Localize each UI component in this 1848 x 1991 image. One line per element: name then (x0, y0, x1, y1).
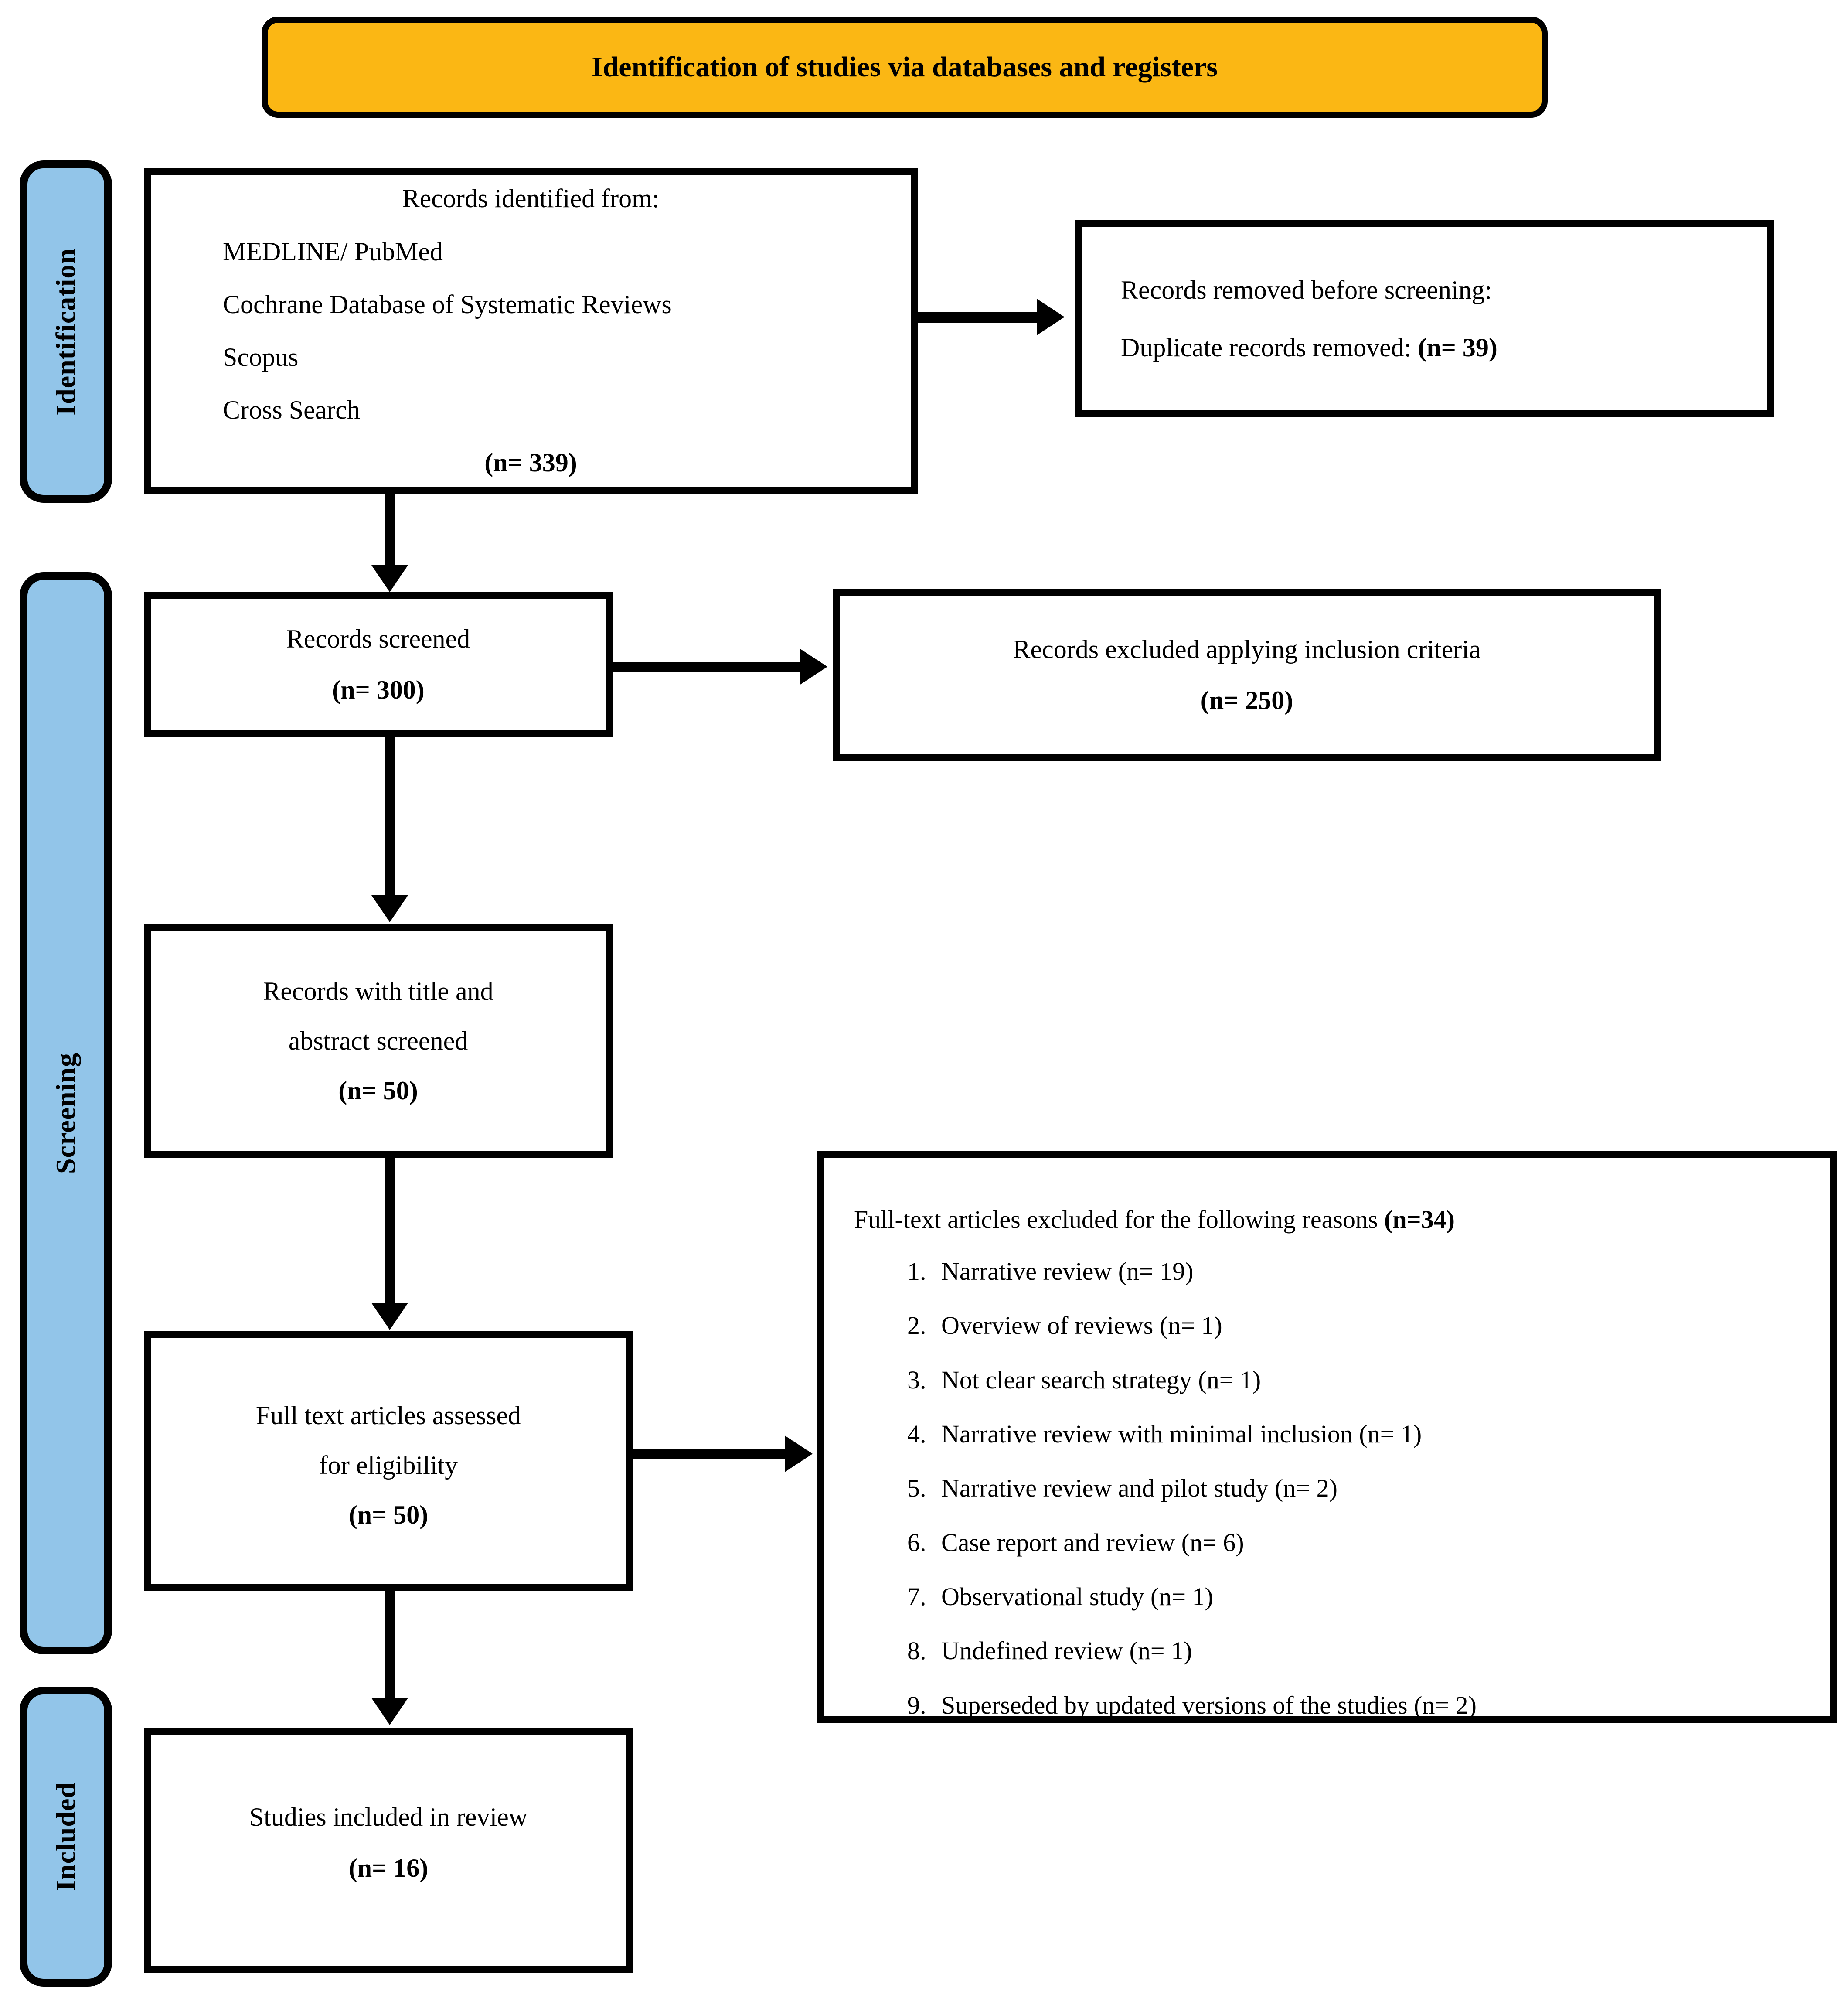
list-item: MEDLINE/ PubMed (223, 237, 443, 266)
diagram-title-banner: Identification of studies via databases … (262, 17, 1548, 118)
list-item: Narrative review (n= 19) (933, 1255, 1830, 1289)
box-title: Studies included in review (249, 1803, 528, 1831)
count-value: (n=34) (1384, 1205, 1455, 1234)
list-item: Observational study (n= 1) (933, 1580, 1830, 1614)
flow-arrow-identified-to-removed-shaft (918, 312, 1038, 323)
flow-arrow-fulltext-to-included-shaft (385, 1590, 395, 1699)
count-value: (n= 16) (348, 1854, 429, 1882)
box-title: Records screened (286, 624, 470, 653)
list-item: Cochrane Database of Systematic Reviews (223, 290, 672, 319)
stage-label-text: Screening (50, 1052, 81, 1174)
box-records-identified: Records identified from: MEDLINE/ PubMed… (144, 168, 918, 494)
count-label: (n= 16) (151, 1843, 626, 1894)
box-title: Full-text articles excluded for the foll… (824, 1202, 1830, 1237)
count-label: (n= 300) (151, 665, 606, 716)
count-label: (n= 50) (151, 1490, 626, 1540)
flow-arrow-screened-to-excluded-head (800, 648, 827, 685)
flow-arrow-identified-to-screened-shaft (385, 493, 395, 566)
list-item: Not clear search strategy (n= 1) (933, 1363, 1830, 1397)
flow-arrow-identified-to-removed-head (1037, 299, 1065, 335)
box-title: Records identified from: (402, 184, 660, 213)
box-line: for eligibility (319, 1451, 458, 1480)
box-studies-included: Studies included in review (n= 16) (144, 1728, 633, 1973)
diagram-title: Identification of studies via databases … (591, 51, 1218, 83)
count-label: (n= 50) (151, 1066, 606, 1115)
stage-label-included: Included (20, 1687, 112, 1987)
flow-arrow-screened-to-titleabstract-shaft (385, 736, 395, 897)
count-label: (n= 250) (840, 675, 1654, 726)
flow-arrow-titleabstract-to-fulltext-shaft (385, 1156, 395, 1304)
flow-arrow-fulltext-to-excluded-shaft (632, 1449, 787, 1459)
flow-arrow-titleabstract-to-fulltext-head (371, 1303, 408, 1330)
box-fulltext-assessed: Full text articles assessed for eligibil… (144, 1331, 633, 1591)
box-records-screened: Records screened (n= 300) (144, 592, 613, 737)
box-line: abstract screened (288, 1026, 468, 1055)
list-item: Narrative review and pilot study (n= 2) (933, 1471, 1830, 1505)
count-value: (n= 50) (348, 1500, 429, 1529)
flow-arrow-fulltext-to-excluded-head (785, 1435, 813, 1472)
list-item: Scopus (223, 343, 299, 372)
line-text: Duplicate records removed: (1121, 333, 1418, 362)
box-line: Full text articles assessed (255, 1401, 521, 1430)
stage-label-screening: Screening (20, 572, 112, 1654)
count-value: (n= 300) (332, 675, 425, 704)
count-value: (n= 250) (1200, 686, 1293, 715)
count-value: (n= 339) (484, 448, 577, 477)
box-fulltext-excluded: Full-text articles excluded for the foll… (817, 1151, 1837, 1723)
box-title: Records excluded applying inclusion crit… (1013, 635, 1481, 664)
count-label: (n= 339) (151, 436, 911, 489)
count-value: (n= 39) (1418, 333, 1497, 362)
list-item: Undefined review (n= 1) (933, 1634, 1830, 1668)
stage-label-text: Identification (50, 248, 81, 416)
list-item: Overview of reviews (n= 1) (933, 1309, 1830, 1343)
title-text: Full-text articles excluded for the foll… (854, 1205, 1385, 1234)
box-records-removed: Records removed before screening: Duplic… (1075, 220, 1774, 417)
list-item: Case report and review (n= 6) (933, 1526, 1830, 1560)
flow-arrow-fulltext-to-included-head (371, 1698, 408, 1725)
list-item: Narrative review with minimal inclusion … (933, 1417, 1830, 1451)
box-line: Records removed before screening: (1121, 276, 1492, 304)
box-records-excluded: Records excluded applying inclusion crit… (833, 589, 1661, 761)
flow-arrow-screened-to-titleabstract-head (371, 895, 408, 922)
box-line: Records with title and (263, 976, 493, 1006)
list-item: Superseded by updated versions of the st… (933, 1688, 1830, 1722)
stage-label-text: Included (50, 1782, 81, 1891)
flow-arrow-screened-to-excluded-shaft (611, 662, 801, 672)
box-title-abstract-screened: Records with title and abstract screened… (144, 924, 613, 1158)
flow-arrow-identified-to-screened-head (371, 565, 408, 592)
box-line: Duplicate records removed: (n= 39) (1082, 319, 1767, 376)
count-value: (n= 50) (338, 1076, 418, 1105)
stage-label-identification: Identification (20, 160, 112, 503)
exclusion-reason-list: Narrative review (n= 19) Overview of revi… (824, 1255, 1830, 1742)
list-item: Cross Search (223, 395, 360, 425)
